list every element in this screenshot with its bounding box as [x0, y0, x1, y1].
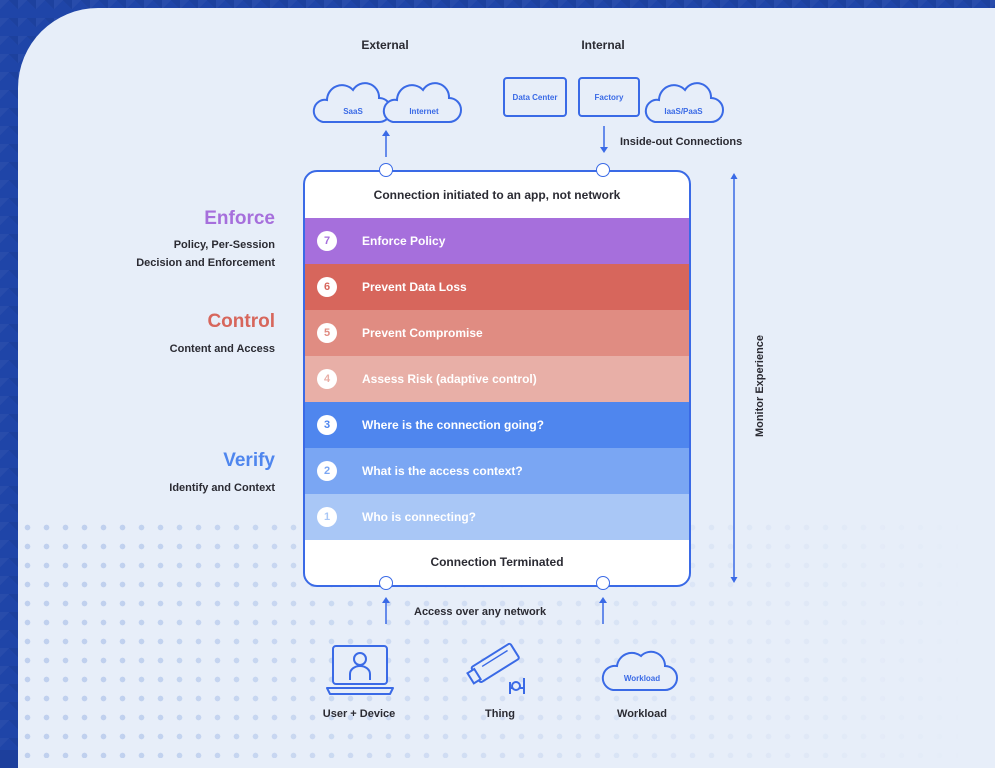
layer-label: Assess Risk (adaptive control) — [362, 372, 537, 386]
port-top-external — [379, 163, 393, 177]
internet-cloud-icon — [382, 82, 462, 123]
enforce-subtitle-line-1: Policy, Per-Session — [173, 239, 275, 251]
layer-label: Where is the connection going? — [362, 418, 545, 432]
arrow-up-workload-icon — [599, 597, 607, 624]
saas-cloud-icon — [312, 82, 392, 123]
camera-icon — [466, 642, 525, 694]
iaas-cloud-icon — [644, 82, 724, 123]
workload-cloud-label: Workload — [623, 674, 661, 683]
user-device-icon — [326, 645, 394, 695]
external-label: External — [361, 38, 409, 52]
layer-1: 1 Who is connecting? — [305, 494, 689, 540]
iaas-label: IaaS/PaaS — [664, 107, 703, 116]
stack-top-label: Connection initiated to an app, not netw… — [373, 188, 621, 202]
layer-3: 3 Where is the connection going? — [305, 402, 689, 448]
zero-trust-stack: Connection initiated to an app, not netw… — [303, 170, 691, 587]
workload-cloud-icon — [601, 650, 678, 691]
layer-label: Prevent Compromise — [362, 326, 483, 340]
port-top-internal — [596, 163, 610, 177]
thing-label: Thing — [485, 708, 515, 720]
arrow-up-user-icon — [382, 597, 390, 624]
arrow-down-icon — [600, 126, 608, 153]
layer-label: Who is connecting? — [362, 510, 476, 524]
layer-number-badge: 2 — [317, 461, 337, 481]
layer-number-badge: 3 — [317, 415, 337, 435]
layer-label: Prevent Data Loss — [362, 280, 467, 294]
layer-number-badge: 4 — [317, 369, 337, 389]
saas-label: SaaS — [343, 107, 363, 116]
layer-label: Enforce Policy — [362, 234, 446, 248]
monitor-double-arrow-icon — [730, 173, 738, 583]
enforce-title: Enforce — [204, 208, 275, 229]
layer-6: 6 Prevent Data Loss — [305, 264, 689, 310]
internet-label: Internet — [409, 107, 439, 116]
control-title: Control — [207, 311, 275, 332]
control-subtitle: Content and Access — [169, 343, 275, 355]
layer-4: 4 Assess Risk (adaptive control) — [305, 356, 689, 402]
enforce-subtitle: Policy, Per-Session Decision and Enforce… — [136, 236, 275, 272]
layer-7: 7 Enforce Policy — [305, 218, 689, 264]
factory-box: Factory — [578, 77, 640, 117]
internal-label: Internal — [581, 38, 625, 52]
layer-2: 2 What is the access context? — [305, 448, 689, 494]
layer-5: 5 Prevent Compromise — [305, 310, 689, 356]
stack-bottom-label: Connection Terminated — [430, 555, 564, 569]
layer-number-badge: 5 — [317, 323, 337, 343]
verify-title: Verify — [223, 450, 275, 471]
data-center-box: Data Center — [503, 77, 567, 117]
access-label: Access over any network — [414, 606, 547, 618]
layer-number-badge: 6 — [317, 277, 337, 297]
port-bottom-workload — [596, 576, 610, 590]
layer-number-badge: 1 — [317, 507, 337, 527]
arrow-up-icon — [382, 130, 390, 157]
layer-label: What is the access context? — [362, 464, 523, 478]
enforce-subtitle-line-2: Decision and Enforcement — [136, 257, 275, 269]
inside-out-label: Inside-out Connections — [620, 136, 743, 148]
layer-number-badge: 7 — [317, 231, 337, 251]
monitor-label: Monitor Experience — [754, 334, 766, 438]
workload-label: Workload — [617, 708, 667, 720]
verify-subtitle: Identify and Context — [169, 482, 275, 494]
port-bottom-user — [379, 576, 393, 590]
user-device-label: User + Device — [322, 708, 396, 720]
layer-list: 7 Enforce Policy 6 Prevent Data Loss 5 Preven… — [305, 218, 689, 540]
